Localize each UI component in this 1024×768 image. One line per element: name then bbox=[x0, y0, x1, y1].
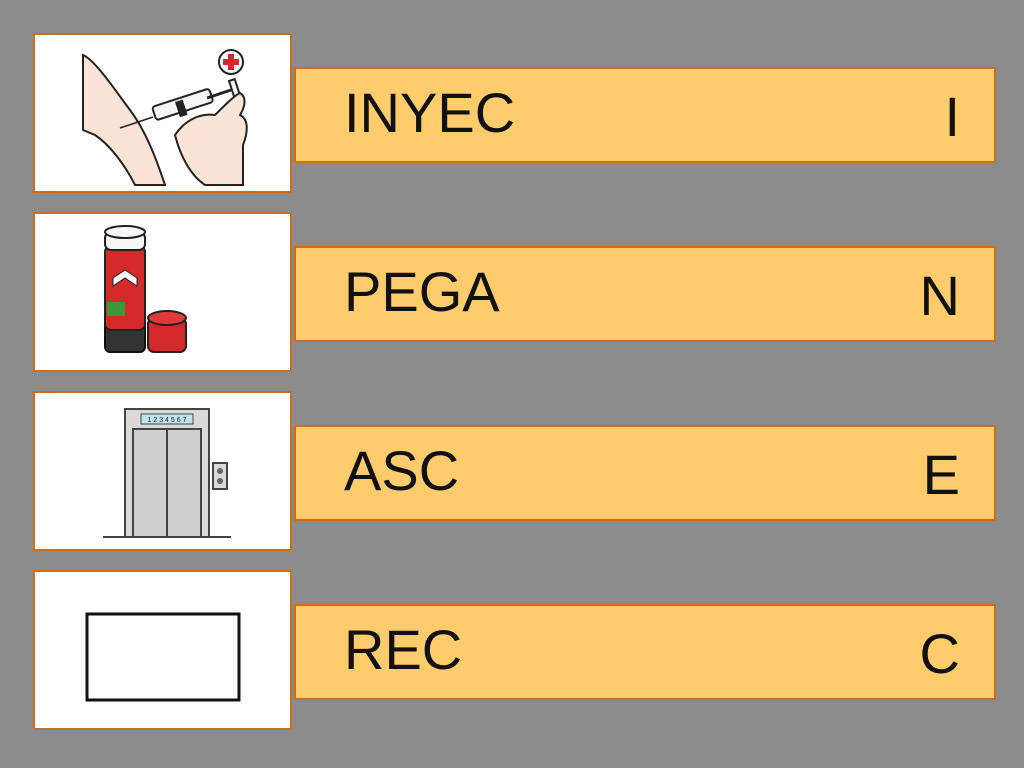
picture-card[interactable]: 1 2 3 4 5 6 7 bbox=[33, 391, 292, 551]
letter-text: I bbox=[944, 85, 960, 148]
row-rec: REC C bbox=[0, 570, 1024, 740]
glue-stick-icon bbox=[104, 225, 187, 353]
floor-indicator: 1 2 3 4 5 6 7 bbox=[148, 417, 187, 424]
word-text: REC bbox=[344, 618, 463, 681]
word-bar: INYEC I bbox=[294, 67, 996, 163]
row-pega: PEGA N bbox=[0, 212, 1024, 382]
letter-text: C bbox=[919, 622, 960, 685]
letter-text: E bbox=[922, 443, 960, 506]
rectangle-icon bbox=[85, 612, 241, 702]
word-text: ASC bbox=[344, 439, 460, 502]
elevator-icon: 1 2 3 4 5 6 7 bbox=[103, 408, 231, 538]
word-bar: PEGA N bbox=[294, 246, 996, 342]
word-text: INYEC bbox=[344, 81, 516, 144]
word-bar: ASC E bbox=[294, 425, 996, 521]
picture-card[interactable] bbox=[33, 570, 292, 730]
word-bar: REC C bbox=[294, 604, 996, 700]
row-inyec: INYEC I bbox=[0, 33, 1024, 203]
syringe-injection-icon bbox=[82, 49, 248, 186]
letter-text: N bbox=[919, 264, 960, 327]
picture-card[interactable] bbox=[33, 33, 292, 193]
picture-card[interactable] bbox=[33, 212, 292, 372]
word-text: PEGA bbox=[344, 260, 500, 323]
row-asc: 1 2 3 4 5 6 7 ASC E bbox=[0, 391, 1024, 561]
